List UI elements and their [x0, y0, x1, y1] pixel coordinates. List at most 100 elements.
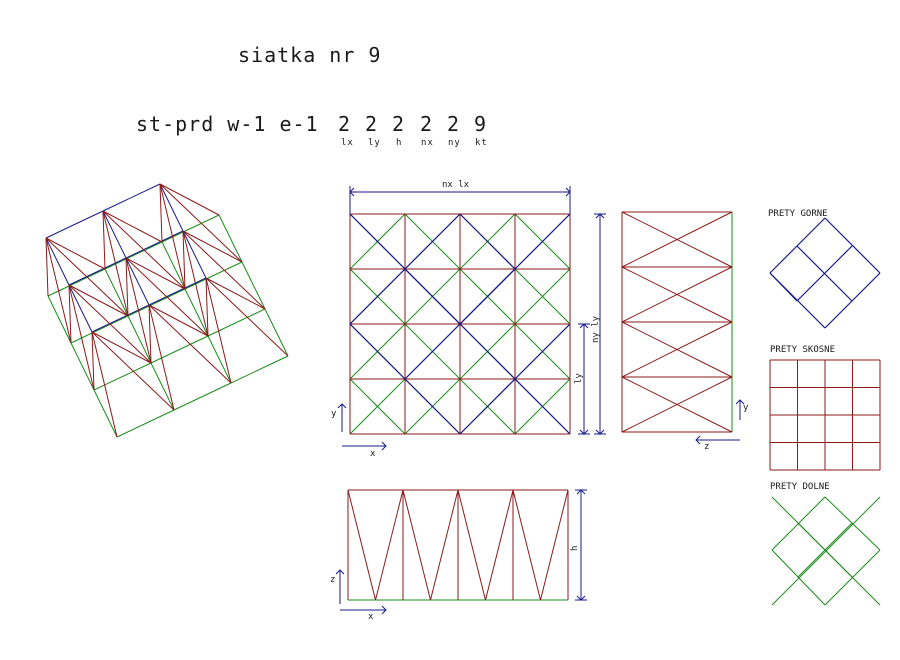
isometric-view	[45, 183, 289, 438]
plan-top-chord	[404, 268, 461, 325]
plan-top-chord	[459, 268, 516, 325]
plan-top-chord	[349, 268, 406, 325]
iso-diagonal	[91, 331, 152, 364]
dim-arrow	[565, 187, 571, 197]
drawing-title: siatka nr 9	[238, 43, 381, 67]
iso-bottom-chord	[104, 268, 129, 317]
iso-top-chord	[68, 284, 93, 333]
param-lx-label: lx	[341, 138, 354, 148]
elev-axis-z-arrow	[335, 569, 345, 575]
side-diagonal	[621, 211, 733, 268]
dim-arrow	[579, 323, 589, 329]
axis-label-side-y: y	[743, 403, 749, 413]
iso-diagonal	[159, 183, 163, 243]
plan-bottom-diagonal	[514, 268, 571, 325]
iso-diagonal	[205, 277, 232, 384]
iso-diagonal	[125, 257, 186, 290]
iso-diagonal	[148, 304, 175, 411]
iso-bottom-chord	[184, 288, 209, 337]
iso-diagonal	[148, 304, 209, 337]
legend-top-bar	[796, 272, 826, 302]
iso-diagonal	[182, 230, 243, 263]
elev-axis-x-arrow	[381, 605, 387, 615]
iso-diagonal	[182, 230, 266, 310]
iso-diagonal	[68, 284, 129, 317]
dim-arrow	[576, 595, 586, 601]
iso-bottom-chord	[184, 261, 243, 290]
iso-bottom-chord	[127, 315, 152, 364]
iso-bottom-chord	[70, 315, 129, 344]
iso-diagonal	[102, 210, 186, 290]
legend-top-bar	[796, 217, 826, 247]
plan-top-chord	[514, 378, 571, 435]
legend-bottom-bar	[771, 496, 881, 606]
elev-diagonal	[347, 489, 376, 601]
iso-diagonal	[45, 237, 129, 317]
legend-label-bottom-bars: PRETY DOLNE	[770, 482, 830, 492]
elev-diagonal	[485, 489, 514, 601]
iso-top-chord	[91, 304, 150, 333]
code-prefix: st-prd w-1 e-1	[136, 112, 319, 136]
iso-diagonal	[68, 284, 152, 364]
elev-diagonal	[457, 489, 486, 601]
iso-top-chord	[125, 257, 150, 306]
axis-label-plan-x: x	[370, 449, 376, 459]
dim-label-ly: ly	[574, 373, 584, 384]
plan-top-chord	[404, 323, 461, 380]
plan-top-chord	[459, 213, 516, 270]
param-ly-value: 2	[365, 112, 378, 136]
iso-top-chord	[159, 183, 184, 232]
side-diagonal	[621, 376, 733, 433]
legend-label-diagonal-bars: PRETY SKOSNE	[770, 345, 835, 355]
plan-bottom-diagonal	[349, 378, 406, 435]
elev-diagonal	[540, 489, 569, 601]
side-diagonal	[621, 321, 733, 378]
plan-top-chord	[514, 323, 571, 380]
param-labels: lx ly h nx ny kt	[341, 138, 488, 148]
iso-diagonal	[205, 277, 209, 337]
iso-bottom-chord	[47, 268, 106, 297]
iso-bottom-chord	[93, 389, 118, 438]
legend-top-bar	[769, 272, 798, 302]
legend-top-bar	[769, 245, 798, 274]
iso-bottom-chord	[93, 362, 152, 391]
plan-axis-x-arrow	[381, 441, 387, 451]
elev-diagonal	[430, 489, 459, 601]
dim-arrow	[579, 429, 589, 435]
plan-top-chord	[349, 213, 406, 270]
iso-diagonal	[159, 183, 186, 290]
legend-bottom-bar	[824, 496, 881, 551]
iso-diagonal	[125, 257, 152, 364]
iso-bottom-chord	[150, 335, 209, 364]
iso-diagonal	[148, 304, 232, 384]
dim-arrow	[595, 213, 605, 219]
plan-top-chord	[459, 378, 516, 435]
param-kt-value: 9	[474, 112, 487, 136]
iso-top-chord	[102, 183, 161, 212]
iso-diagonal	[205, 277, 266, 310]
param-ny-value: 2	[447, 112, 460, 136]
plan-top-chord	[404, 213, 461, 270]
dim-label-nx-lx: nx lx	[442, 180, 470, 190]
iso-bottom-chord	[218, 214, 243, 263]
param-kt-label: kt	[475, 138, 488, 148]
dim-label-h: h	[570, 546, 580, 551]
elev-diagonal	[375, 489, 404, 601]
iso-diagonal	[68, 284, 95, 391]
iso-diagonal	[91, 331, 175, 411]
dim-arrow	[595, 429, 605, 435]
legend-top-bar	[824, 245, 853, 274]
iso-bottom-chord	[230, 355, 289, 384]
legend-top-bar	[824, 300, 853, 329]
iso-bottom-chord	[116, 409, 175, 438]
axis-label-elev-x: x	[368, 612, 374, 622]
param-lx-value: 2	[338, 112, 351, 136]
elevation-view	[335, 489, 587, 615]
iso-bottom-chord	[104, 241, 163, 270]
param-values: 2 2 2 2 2 9	[338, 112, 487, 136]
side-axis-z-arrow	[695, 435, 701, 445]
iso-top-chord	[102, 210, 127, 259]
axis-label-elev-z: z	[330, 575, 335, 585]
axis-label-side-z: z	[704, 442, 709, 452]
